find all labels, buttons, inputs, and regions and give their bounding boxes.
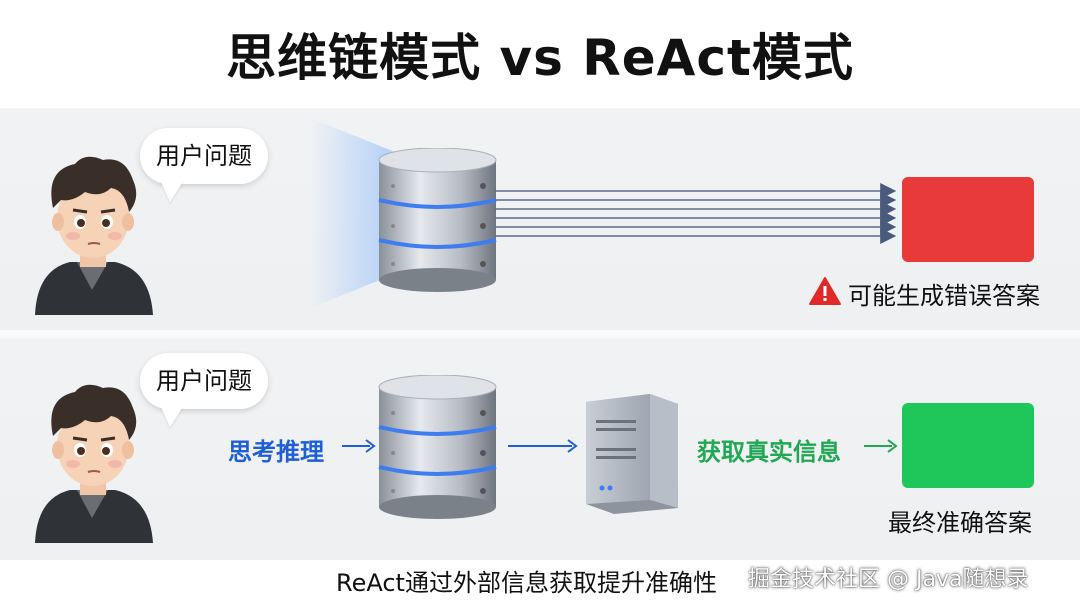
user-avatar-icon bbox=[35, 156, 153, 315]
arrow-right-icon bbox=[508, 439, 578, 453]
database-icon bbox=[378, 148, 497, 292]
user-avatar-icon bbox=[35, 384, 153, 543]
correct-answer-box bbox=[902, 403, 1034, 488]
database-icon bbox=[378, 375, 497, 519]
caption: ReAct通过外部信息获取提升准确性 bbox=[330, 561, 723, 600]
arrow-right-icon bbox=[864, 439, 898, 453]
correct-answer-label: 最终准确答案 bbox=[888, 509, 1032, 537]
user-question-bubble: 用户问题 bbox=[140, 128, 268, 184]
page-title: 思维链模式 vs ReAct模式 bbox=[226, 29, 854, 87]
user-question-bubble: 用户问题 bbox=[140, 353, 268, 409]
reasoning-arrows bbox=[495, 183, 897, 244]
bubble-tail bbox=[160, 405, 184, 427]
watermark: 掘金技术社区 @ Java随想录 bbox=[748, 567, 1029, 592]
wrong-answer-label: 可能生成错误答案 bbox=[848, 282, 1040, 310]
bubble-tail bbox=[160, 180, 184, 202]
warning-triangle-icon bbox=[809, 277, 841, 305]
wrong-answer-box bbox=[902, 177, 1034, 262]
panel-divider bbox=[0, 330, 1080, 338]
reasoning-label: 思考推理 bbox=[228, 438, 324, 466]
get-info-label: 获取真实信息 bbox=[697, 438, 841, 466]
server-icon bbox=[586, 394, 678, 514]
arrow-right-icon bbox=[342, 439, 376, 453]
